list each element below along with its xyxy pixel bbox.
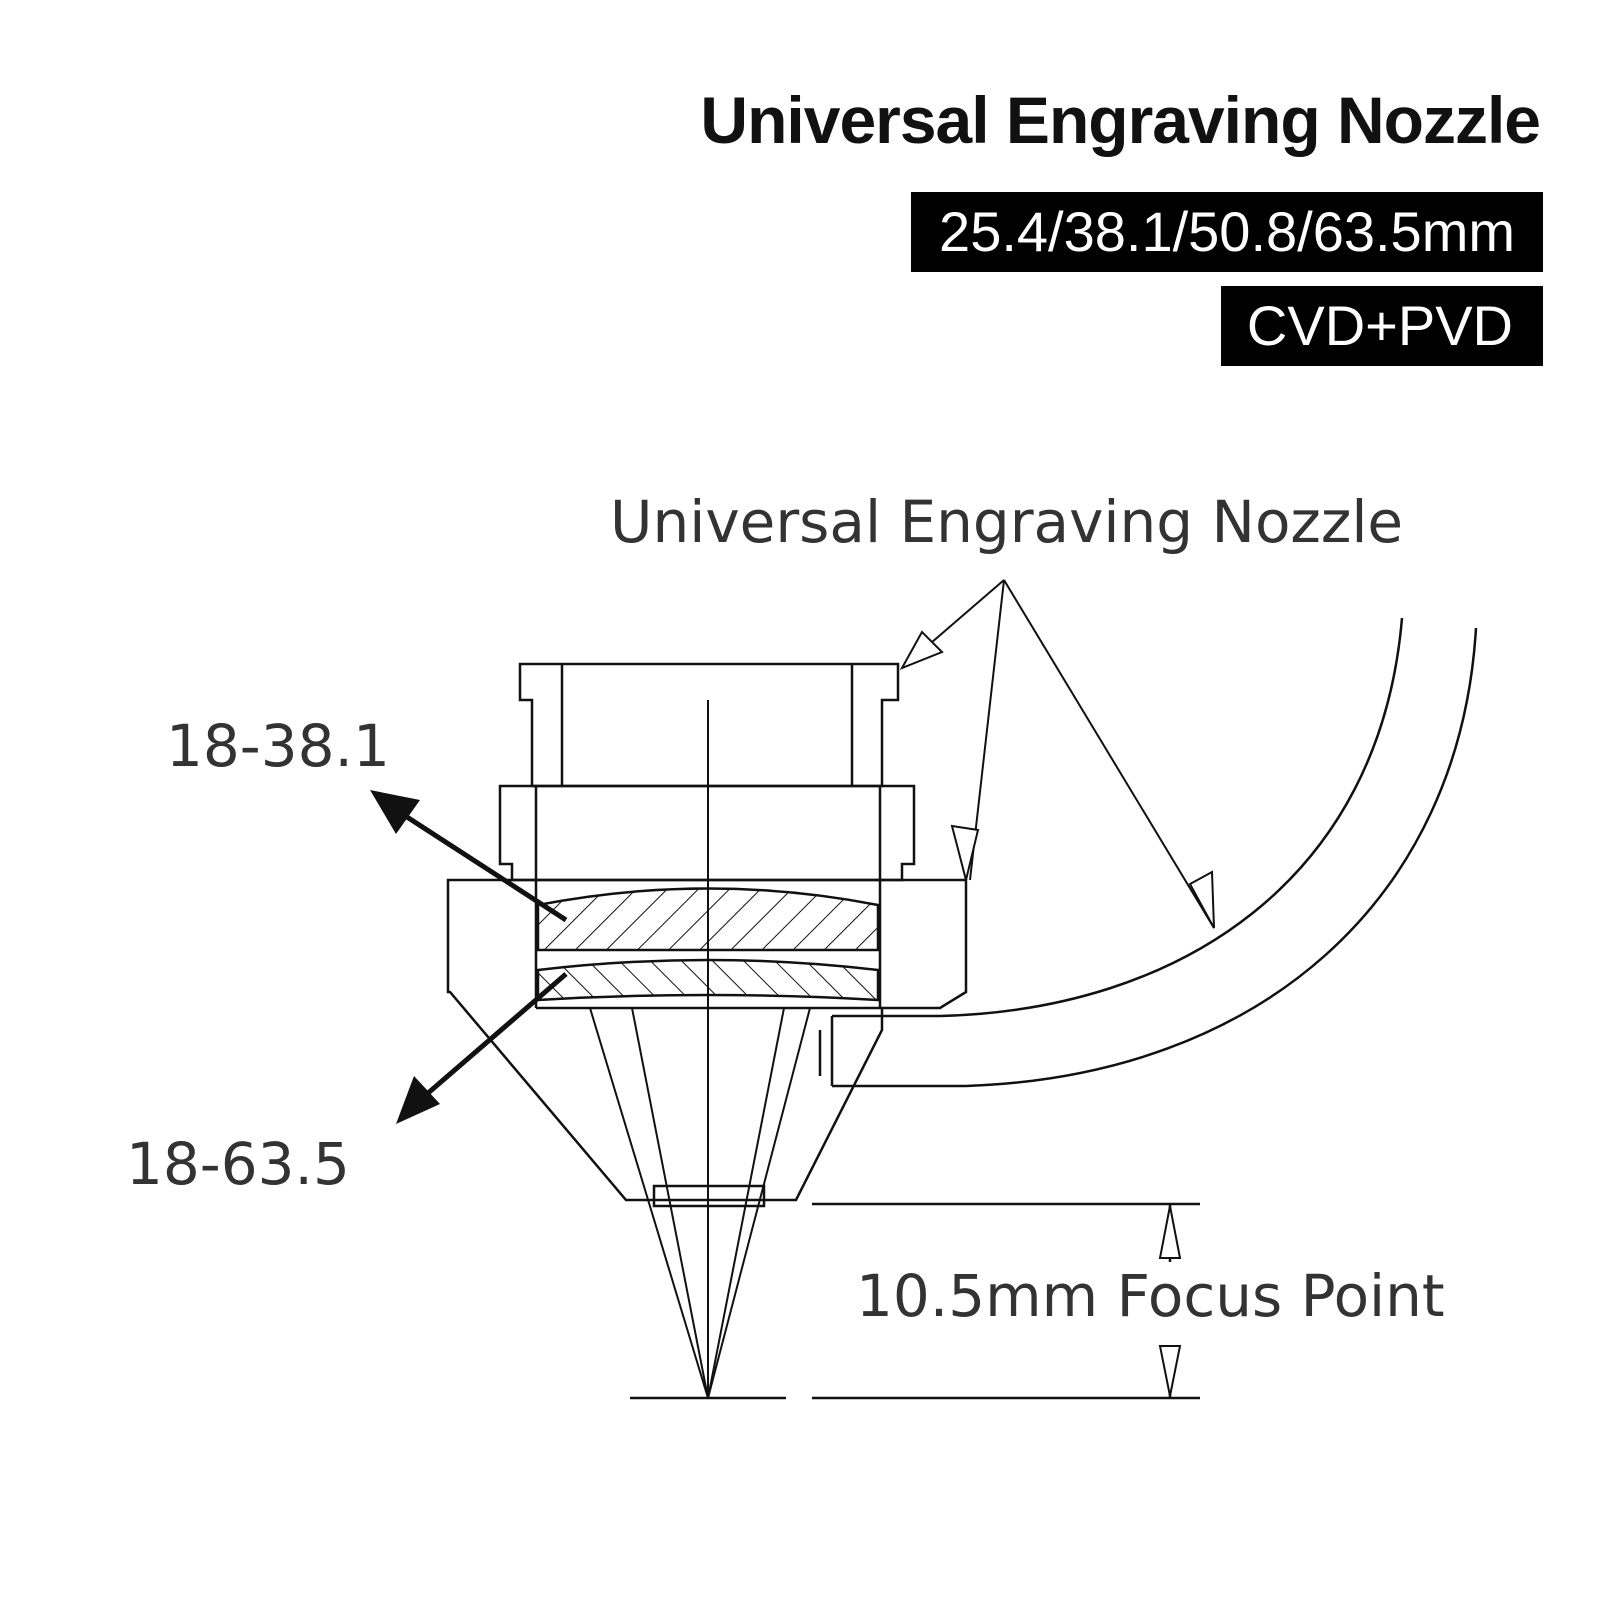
arrowhead-pipe	[1188, 870, 1215, 929]
nozzle-top-cap	[518, 662, 900, 788]
pipe-outer	[832, 617, 1404, 1018]
beam-inner-left	[631, 1007, 709, 1399]
beam-left	[589, 1007, 709, 1399]
beam-inner-right	[707, 1007, 785, 1399]
lower-lens-label: 18-63.5	[126, 1130, 350, 1198]
focus-arrow-down	[1158, 1345, 1182, 1397]
focus-arrow-up	[1158, 1205, 1182, 1259]
lens-size-badge: 25.4/38.1/50.8/63.5mm	[911, 192, 1543, 272]
focus-label: 10.5mm Focus Point	[856, 1262, 1445, 1330]
pipe-inner	[832, 627, 1478, 1088]
nozzle-body	[446, 878, 968, 1202]
arrow-lower-lens-line	[418, 972, 568, 1102]
upper-lens-label: 18-38.1	[166, 712, 390, 780]
arrowhead-cap	[899, 630, 944, 670]
coating-badge: CVD+PVD	[1220, 286, 1543, 366]
arrowhead-upper-lens	[370, 790, 420, 834]
arrow-upper-lens-line	[388, 803, 568, 923]
page-title: Universal Engraving Nozzle	[700, 83, 1541, 157]
leader-to-pipe	[1003, 579, 1215, 929]
arrowhead-lower-lens	[396, 1076, 440, 1124]
beam-right	[707, 1007, 811, 1399]
nozzle-label: Universal Engraving Nozzle	[610, 488, 1403, 556]
arrowhead-body	[950, 824, 980, 881]
